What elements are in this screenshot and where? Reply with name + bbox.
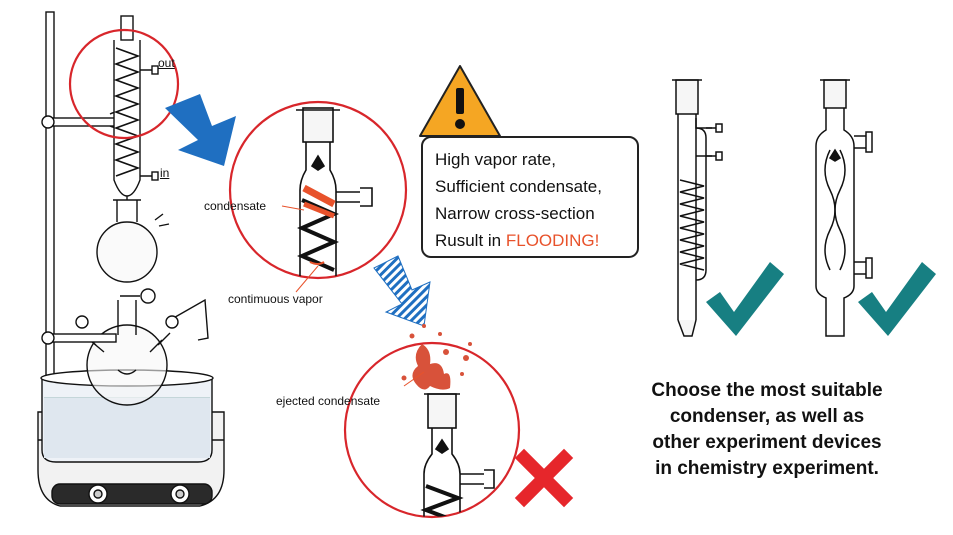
caption-line-1: Choose the most suitable <box>651 380 883 401</box>
arrow-icon <box>165 94 236 166</box>
label-continuous-vapor: contimuous vapor <box>228 292 323 306</box>
callout-line-4-prefix: Rusult in <box>435 231 506 250</box>
label-out: out <box>158 56 175 70</box>
coil-helix <box>113 47 141 177</box>
callout-line-4: Rusult in FLOODING! <box>435 227 637 254</box>
leader-ejected <box>403 371 425 387</box>
arrow-striped-icon <box>373 255 431 327</box>
label-ejected-condensate: ejected condensate <box>276 394 381 408</box>
callout-line-2: Sufficient condensate, <box>435 177 602 196</box>
clamp-lower <box>41 315 179 345</box>
zoom-circle-coil <box>228 100 408 280</box>
callout-line-3: Narrow cross-section <box>435 204 595 223</box>
warning-icon <box>419 65 501 137</box>
checkmark-icon-2 <box>858 262 936 336</box>
caption: Choose the most suitable condenser, as w… <box>612 378 922 482</box>
ejected-closeup <box>420 393 495 517</box>
flooding-highlight: FLOODING! <box>505 231 600 250</box>
cross-icon <box>514 448 574 508</box>
leader-vapor <box>295 265 319 293</box>
leader-condensate <box>281 205 305 211</box>
clamp-middle <box>120 288 156 304</box>
dropping-funnel <box>96 221 158 283</box>
allihn-coil-condenser <box>672 79 723 337</box>
reflux-apparatus <box>37 11 225 507</box>
ejected-splash <box>401 324 472 390</box>
caption-line-4: in chemistry experiment. <box>655 458 879 479</box>
stand-rod <box>45 11 55 413</box>
zoom-circle-condenser <box>68 28 180 140</box>
caption-line-2: condenser, as well as <box>669 406 865 427</box>
caption-line-3: other experiment devices <box>652 432 882 453</box>
checkmark-icon <box>706 262 784 336</box>
label-in: in <box>160 166 170 180</box>
coil-closeup <box>296 107 373 278</box>
round-bottom-flask <box>86 324 168 406</box>
callout-line-1: High vapor rate, <box>435 150 556 169</box>
flooding-callout: High vapor rate, Sufficient condensate, … <box>421 136 639 258</box>
side-neck-right <box>149 332 171 353</box>
bulb-condenser <box>815 79 873 337</box>
label-condensate: condensate <box>204 199 267 213</box>
